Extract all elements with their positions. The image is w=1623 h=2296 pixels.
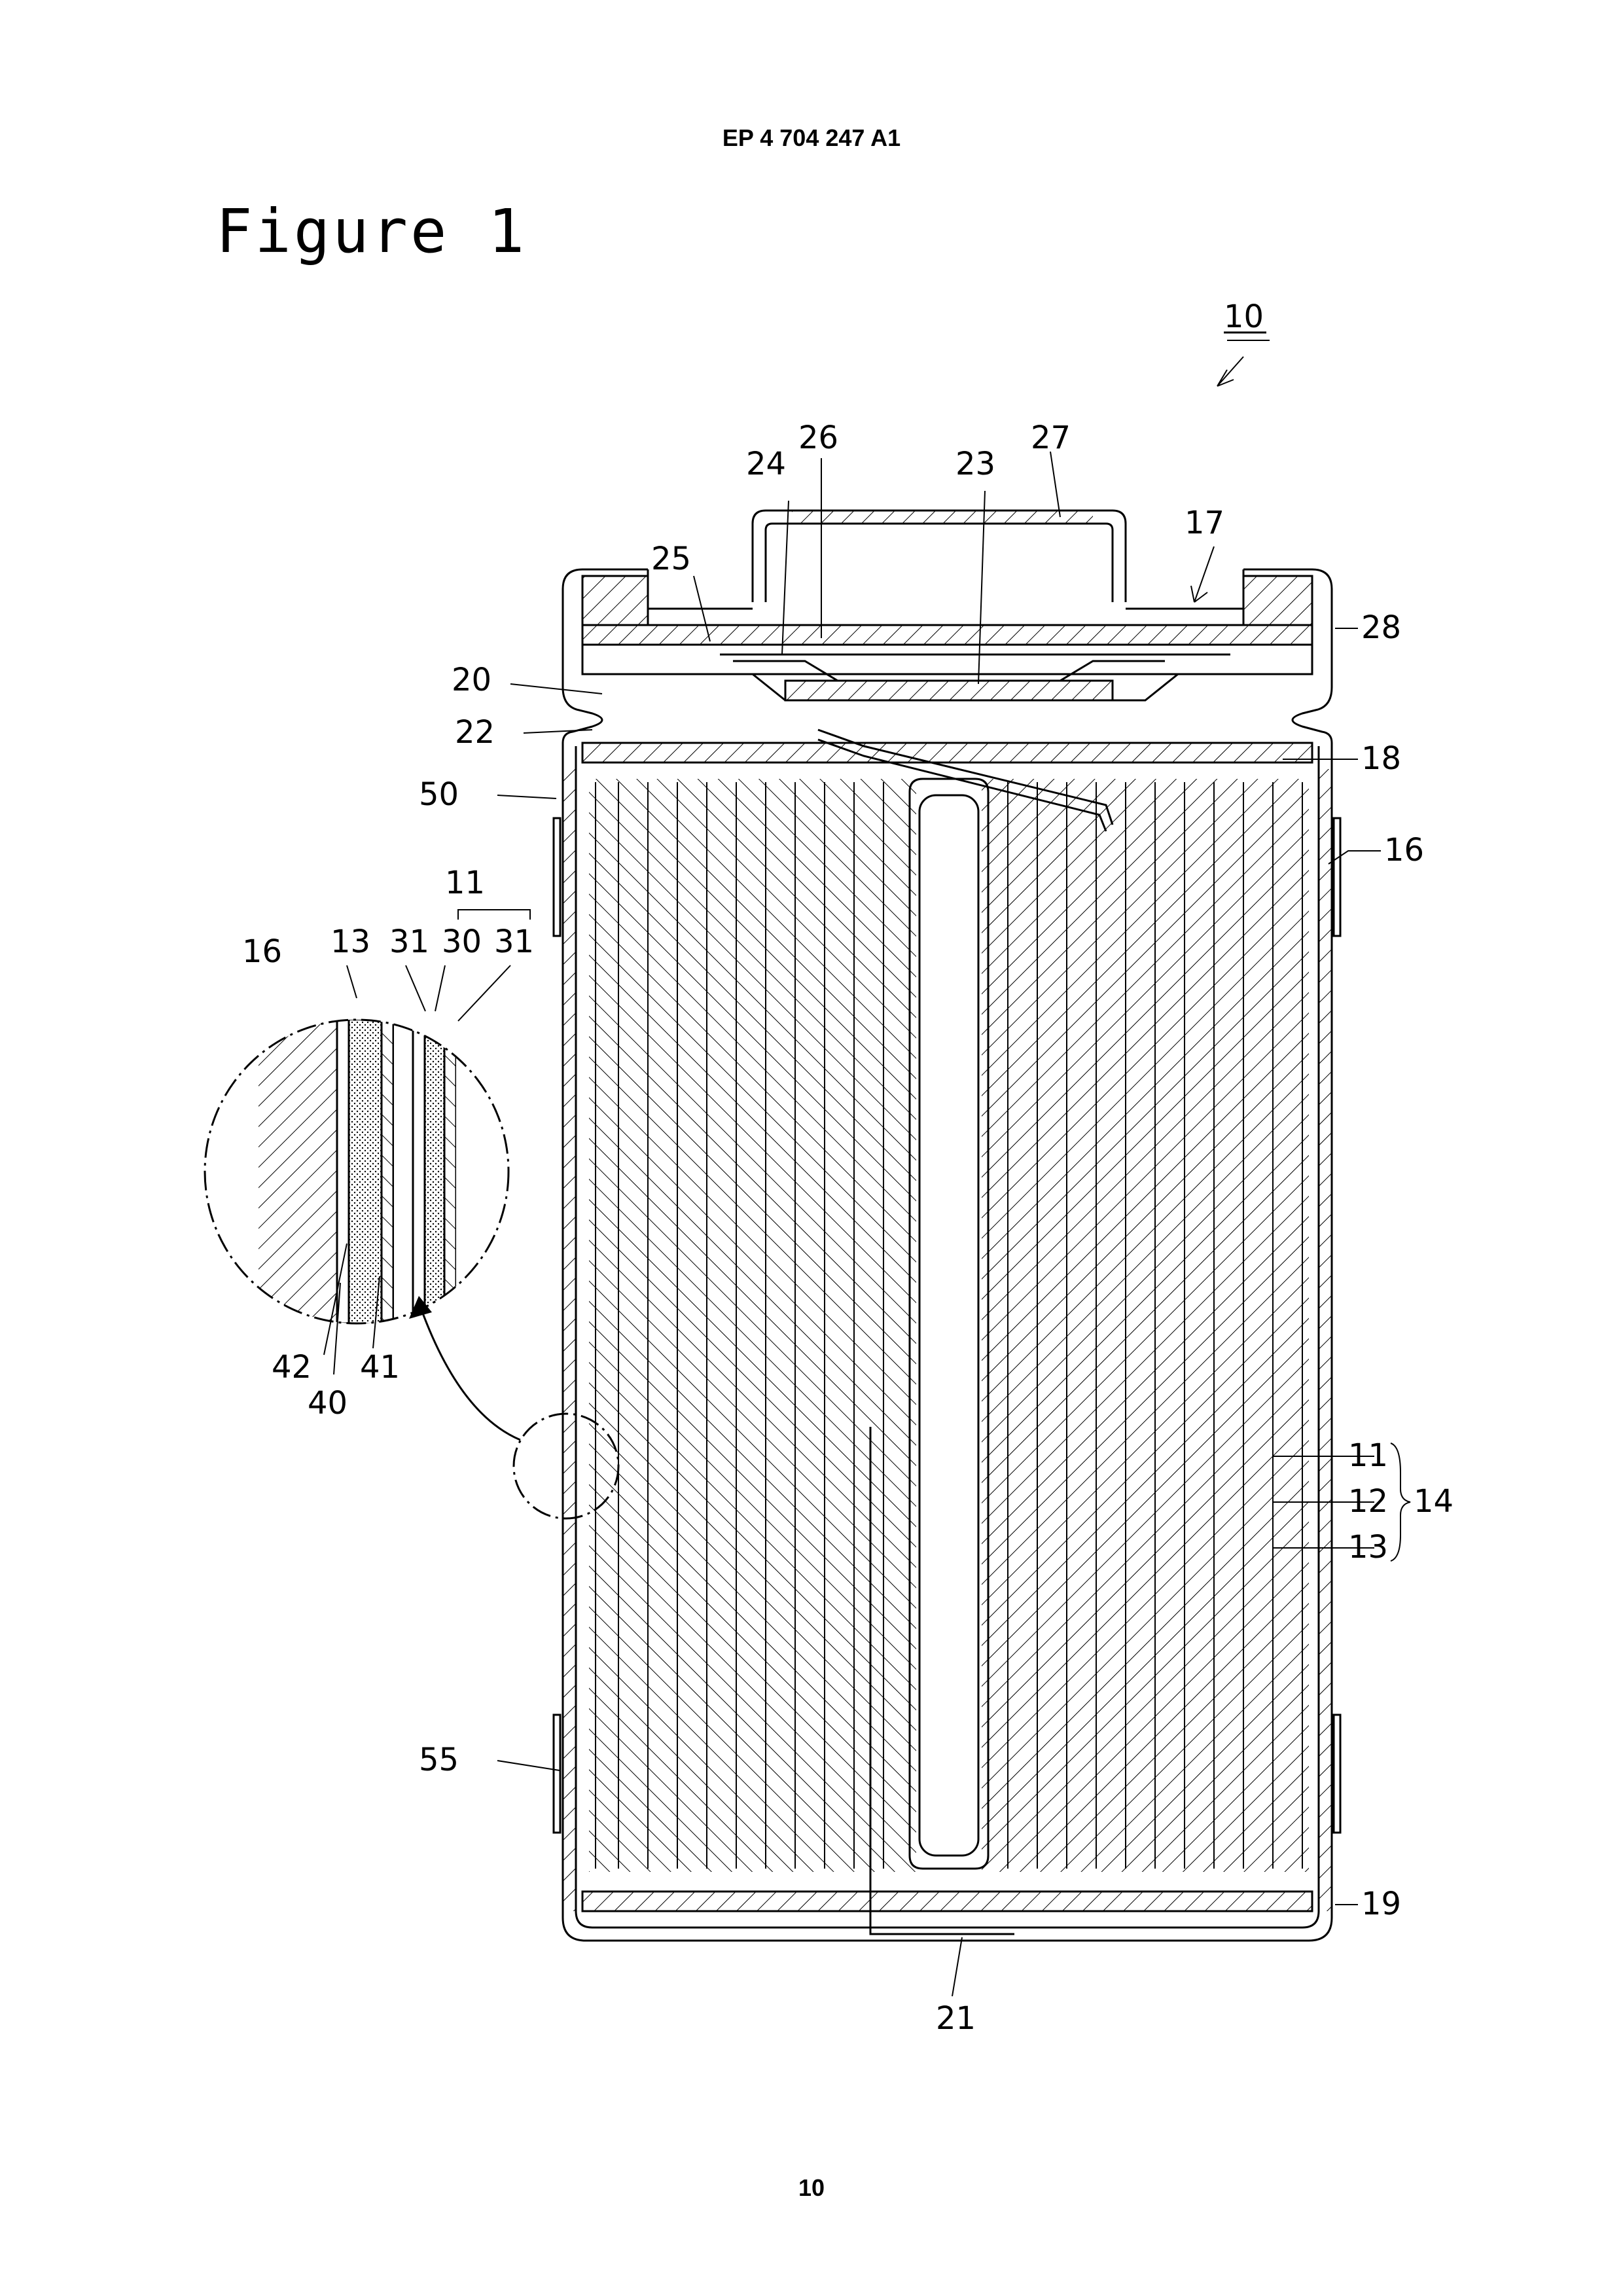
label-20: 20 xyxy=(452,662,491,698)
label-40: 40 xyxy=(308,1385,348,1422)
label-16-detail: 16 xyxy=(242,933,282,970)
electrode-assembly xyxy=(589,779,1309,1872)
label-16: 16 xyxy=(1384,832,1424,869)
label-55: 55 xyxy=(419,1742,459,1778)
label-30: 30 xyxy=(442,924,482,960)
label-11: 11 xyxy=(1348,1437,1388,1474)
label-22: 22 xyxy=(455,714,495,751)
lower-insulating-plate xyxy=(582,1892,1312,1911)
label-27: 27 xyxy=(1031,420,1071,456)
label-24: 24 xyxy=(746,446,786,482)
tape-50 xyxy=(554,818,560,936)
label-42: 42 xyxy=(272,1349,312,1386)
enlarged-detail-view xyxy=(205,1020,618,1518)
label-31-right: 31 xyxy=(494,924,534,960)
label-17: 17 xyxy=(1185,505,1224,541)
label-41: 41 xyxy=(360,1349,400,1386)
label-13-detail: 13 xyxy=(330,924,370,960)
label-13: 13 xyxy=(1348,1529,1388,1566)
label-21: 21 xyxy=(936,2000,976,2037)
label-11-top: 11 xyxy=(445,865,485,901)
label-10: 10 xyxy=(1224,298,1264,335)
label-31-left: 31 xyxy=(389,924,429,960)
label-19: 19 xyxy=(1361,1886,1401,1922)
label-25: 25 xyxy=(651,541,691,577)
page-number: 10 xyxy=(0,2174,1623,2202)
label-50: 50 xyxy=(419,776,459,813)
label-23: 23 xyxy=(955,446,995,482)
label-12: 12 xyxy=(1348,1483,1388,1520)
label-18: 18 xyxy=(1361,740,1401,777)
upper-insulating-plate xyxy=(582,743,1312,762)
label-26: 26 xyxy=(798,420,838,456)
tape-55 xyxy=(554,1715,560,1833)
label-28: 28 xyxy=(1361,609,1401,646)
label-14: 14 xyxy=(1414,1483,1454,1520)
